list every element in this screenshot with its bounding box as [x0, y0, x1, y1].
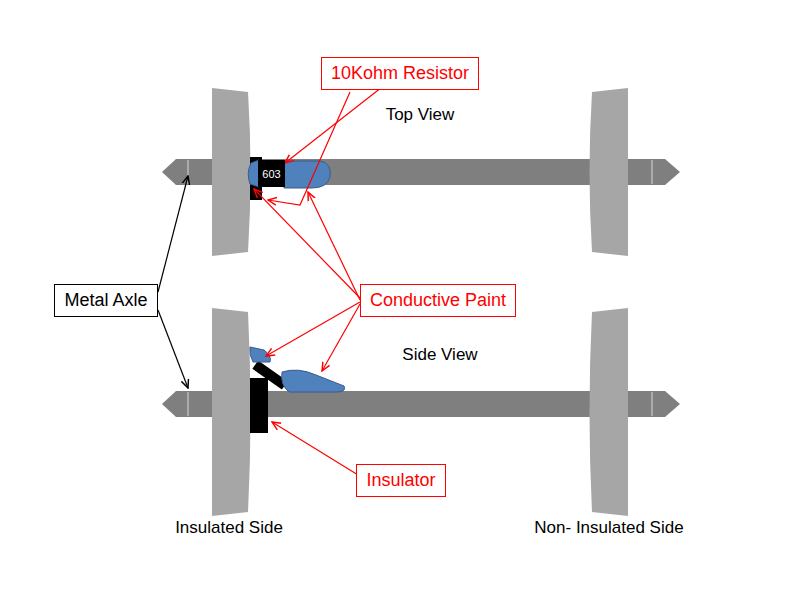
leader-line: [254, 189, 360, 298]
leader-line: [268, 92, 350, 205]
wheel: [212, 88, 251, 256]
part-code: 603: [262, 168, 280, 180]
callout-box: Insulator: [356, 464, 445, 497]
axle-shoulder: [188, 160, 189, 184]
leader-line: [158, 310, 188, 388]
leader-line: [308, 192, 360, 300]
resistor-chip: 603: [258, 160, 285, 187]
axle-shoulder: [652, 392, 653, 416]
axle-shoulder: [652, 160, 653, 184]
label-text: 10Kohm Resistor: [331, 63, 469, 84]
label-text: Insulator: [366, 470, 435, 491]
wheel: [590, 308, 629, 516]
label-text: Conductive Paint: [370, 290, 506, 311]
callout-box: 10Kohm Resistor: [321, 57, 479, 90]
callout-box: Conductive Paint: [360, 284, 516, 317]
view-title: Side View: [402, 345, 477, 365]
wheel: [590, 88, 629, 256]
conductive-paint: [284, 161, 330, 188]
leader-line: [272, 422, 363, 478]
conductive-paint: [282, 370, 345, 392]
part-label-box: Metal Axle: [54, 284, 157, 317]
label-text: Metal Axle: [64, 290, 147, 311]
wheel: [212, 308, 251, 516]
conductive-paint: [250, 347, 271, 362]
side-label: Insulated Side: [175, 518, 283, 538]
leader-line: [158, 176, 188, 292]
axle-shoulder: [188, 392, 189, 416]
view-title: Top View: [386, 105, 455, 125]
leader-arrow: [285, 90, 379, 163]
side-label: Non- Insulated Side: [534, 518, 683, 538]
leader-line: [322, 304, 360, 371]
insulator: [250, 378, 268, 433]
